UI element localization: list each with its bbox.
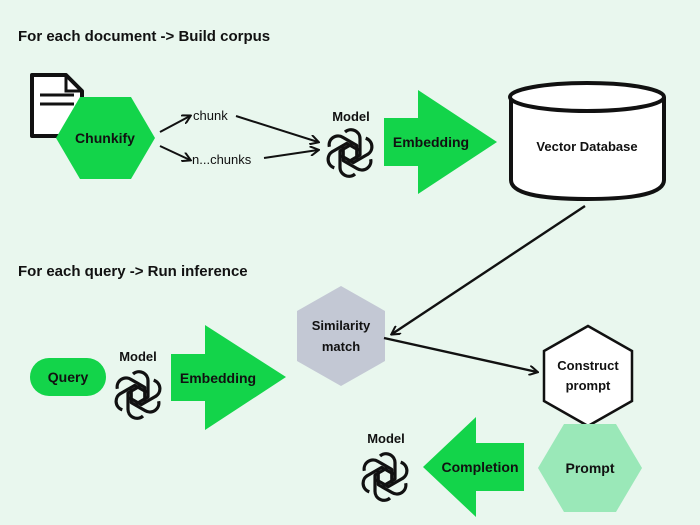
embedding-label-corpus: Embedding <box>393 134 469 150</box>
similarity-label-line1: Similarity <box>312 318 371 333</box>
arrow-chunkify-to-chunk <box>159 116 190 133</box>
embedding-arrow-corpus: Embedding <box>384 90 497 194</box>
arrow-n-chunks-to-model <box>263 150 318 159</box>
similarity-label-line2: match <box>322 339 360 354</box>
chunkify-label: Chunkify <box>75 130 135 146</box>
n-chunks-label: n...chunks <box>192 152 252 167</box>
completion-label: Completion <box>442 459 519 475</box>
openai-model-icon <box>111 370 165 420</box>
model-label-inference: Model <box>119 349 157 364</box>
vector-database-label: Vector Database <box>536 139 637 154</box>
openai-model-icon <box>323 128 377 178</box>
arrow-chunkify-to-n-chunks <box>159 145 190 160</box>
model-label-completion: Model <box>367 431 405 446</box>
chunk-label: chunk <box>193 108 228 123</box>
arrow-database-to-similarity <box>392 204 586 334</box>
query-node: Query <box>30 358 106 396</box>
embedding-label-inference: Embedding <box>180 370 256 386</box>
construct-label-line1: Construct <box>557 358 619 373</box>
query-label: Query <box>48 369 89 385</box>
prompt-label: Prompt <box>566 460 615 476</box>
chunkify-node: Chunkify <box>56 97 155 179</box>
construct-prompt-node: Construct prompt <box>542 324 634 428</box>
openai-model-icon <box>358 452 412 502</box>
similarity-match-node: Similarity match <box>297 286 385 386</box>
completion-arrow: Completion <box>423 417 524 517</box>
run-inference-heading: For each query -> Run inference <box>18 263 248 280</box>
arrow-chunk-to-model <box>235 115 318 142</box>
model-label-corpus: Model <box>332 109 370 124</box>
embedding-arrow-inference: Embedding <box>171 325 286 430</box>
prompt-node: Prompt <box>538 424 642 512</box>
arrow-similarity-to-construct <box>383 336 537 372</box>
database-cylinder-icon: Vector Database <box>508 81 666 202</box>
build-corpus-heading: For each document -> Build corpus <box>18 28 270 45</box>
construct-label-line2: prompt <box>566 378 611 393</box>
